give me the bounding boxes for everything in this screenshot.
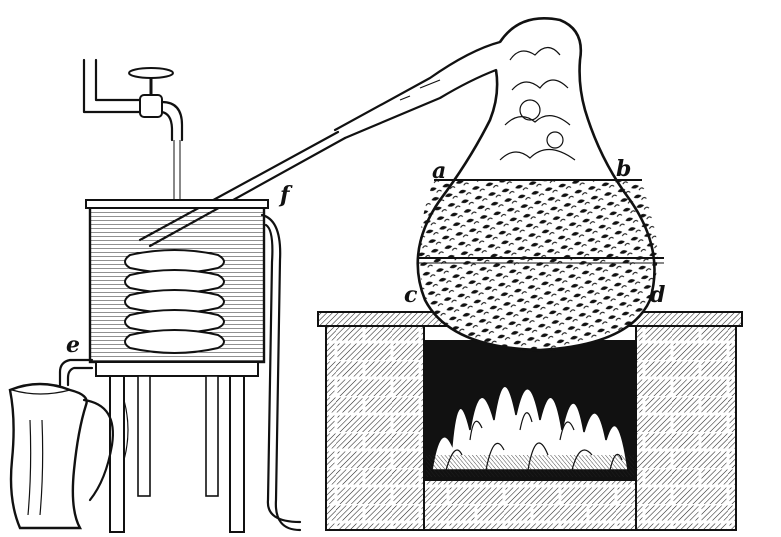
pitcher bbox=[10, 384, 113, 528]
label-c: c bbox=[404, 282, 418, 308]
stand bbox=[96, 362, 258, 532]
water-faucet bbox=[84, 60, 182, 208]
label-d: d bbox=[650, 282, 665, 308]
retort-flask bbox=[418, 18, 664, 350]
label-f: f bbox=[278, 182, 293, 208]
label-a: a bbox=[432, 158, 446, 184]
label-b: b bbox=[616, 156, 631, 182]
label-e: e bbox=[66, 332, 80, 358]
fire-flames bbox=[424, 340, 636, 478]
